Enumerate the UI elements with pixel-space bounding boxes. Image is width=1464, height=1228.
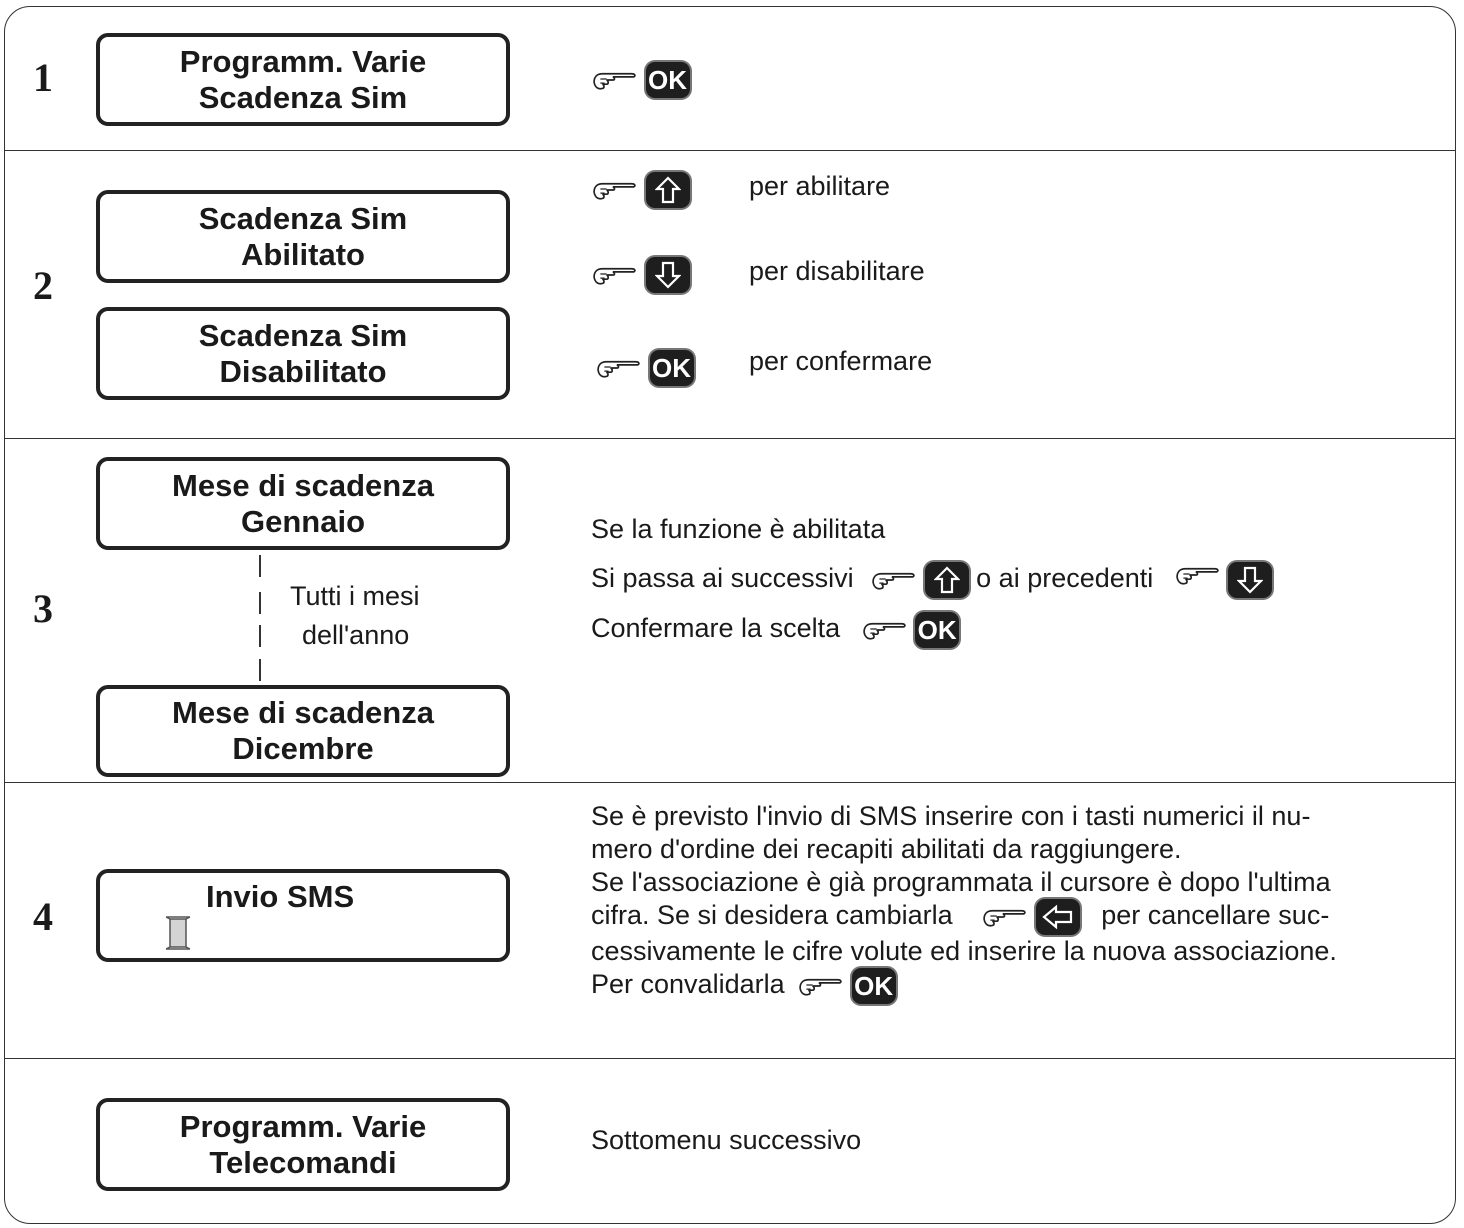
pointing-hand-icon (862, 622, 906, 640)
cursor-icon (165, 916, 191, 950)
pointing-hand-icon (597, 360, 640, 378)
up-arrow-key-icon (645, 172, 690, 208)
lcd-display: Invio SMS (96, 869, 510, 962)
description-text: Confermare la scelta (591, 613, 841, 644)
lcd-line-2: Gennaio (240, 503, 365, 539)
lcd-line-2: Telecomandi (209, 1144, 397, 1180)
pointing-hand-icon (593, 182, 636, 200)
description-line: cifra. Se si desidera cambiarla per canc… (591, 899, 1437, 935)
instruction-text: per disabilitare (749, 256, 925, 286)
description-text: cifra. Se si desidera cambiarla (591, 900, 953, 931)
step-number: 4 (33, 894, 53, 939)
lcd-display: Mese di scadenza Gennaio (96, 457, 510, 550)
row-divider (4, 438, 1456, 439)
range-connector (259, 592, 261, 614)
description-line: cessivamente le cifre volute ed inserire… (591, 936, 1337, 966)
ok-key-icon: OK (649, 350, 694, 386)
range-note: dell'anno (302, 620, 410, 650)
ok-key-icon: OK (851, 968, 896, 1004)
instruction-text: per confermare (749, 346, 933, 376)
lcd-line-1: Mese di scadenza (172, 467, 434, 503)
pointing-hand-icon (983, 909, 1026, 927)
lcd-display: Programm. Varie Scadenza Sim (96, 33, 510, 126)
lcd-line-1: Programm. Varie (179, 1108, 427, 1144)
instruction (592, 257, 690, 293)
row-divider (4, 1058, 1456, 1059)
row-divider (4, 150, 1456, 151)
description-text: o ai precedenti (976, 563, 1154, 594)
ok-key-icon: OK (915, 612, 960, 648)
description-line: mero d'ordine dei recapiti abilitati da … (591, 834, 1182, 864)
lcd-line-2: Abilitato (241, 236, 365, 272)
range-connector (259, 659, 261, 681)
pointing-hand-icon (593, 72, 636, 90)
lcd-line-2: Dicembre (232, 731, 374, 766)
step-number: 2 (33, 263, 53, 308)
step-number: 3 (33, 586, 53, 631)
down-arrow-key-icon (645, 257, 690, 293)
lcd-display: Scadenza Sim Abilitato (96, 190, 510, 283)
instruction (592, 172, 690, 208)
lcd-display: Scadenza Sim Disabilitato (96, 307, 510, 400)
ok-key-icon: OK (645, 62, 690, 98)
description-line: Confermare la scelta OK (591, 612, 960, 648)
pointing-hand-icon (593, 267, 636, 285)
range-note: Tutti i mesi (290, 581, 420, 611)
instruction-text: per abilitare (749, 171, 891, 201)
lcd-line-1: Scadenza Sim (198, 317, 408, 353)
range-connector (259, 625, 261, 647)
lcd-line-1: Mese di scadenza (172, 695, 434, 730)
instruction: OK (596, 350, 694, 386)
back-arrow-key-icon (1035, 899, 1080, 935)
page-frame (4, 6, 1456, 1224)
up-arrow-key-icon (924, 562, 969, 598)
description-line: Per convalidarla OK (591, 968, 1437, 1004)
down-arrow-key-icon (1228, 562, 1273, 598)
description-text: per cancellare suc- (1101, 900, 1330, 931)
lcd-display: Programm. Varie Telecomandi (96, 1098, 510, 1191)
description-text: Per convalidarla (591, 969, 785, 1000)
range-connector (259, 555, 261, 577)
lcd-line-2: Disabilitato (219, 353, 387, 389)
pointing-hand-icon (799, 978, 842, 996)
description-text: Si passa ai successivi (591, 563, 854, 594)
description-line: Se è previsto l'invio di SMS inserire co… (591, 801, 1311, 831)
step-number: 1 (33, 55, 53, 100)
lcd-line-1: Scadenza Sim (198, 200, 408, 236)
lcd-line-1: Invio SMS (206, 879, 355, 914)
row-divider (4, 782, 1456, 783)
description-line: Se l'associazione è già programmata il c… (591, 867, 1331, 897)
description-line: Se la funzione è abilitata (591, 514, 886, 544)
pointing-hand-icon (1176, 567, 1219, 585)
lcd-line-1: Programm. Varie (179, 43, 427, 79)
description-line: Sottomenu successivo (591, 1125, 862, 1155)
pointing-hand-icon (872, 572, 915, 590)
instruction: OK (592, 62, 690, 98)
lcd-display: Mese di scadenza Dicembre (96, 685, 510, 777)
description-line: Si passa ai successivi o ai precedenti (591, 562, 1273, 598)
lcd-line-2: Scadenza Sim (198, 79, 408, 115)
description-paragraph: Se è previsto l'invio di SMS inserire co… (591, 800, 1437, 1004)
